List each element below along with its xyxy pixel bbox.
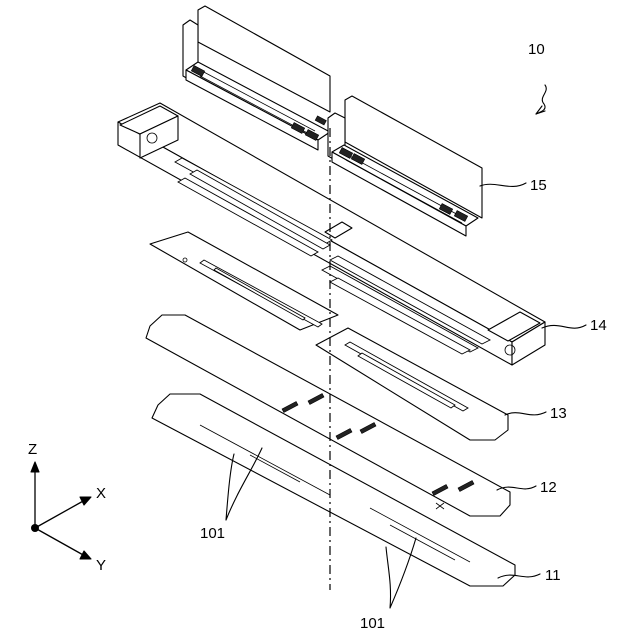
label-14: 14: [590, 317, 607, 334]
label-101-upper: 101: [200, 525, 225, 542]
leader-15: [480, 183, 526, 186]
label-13: 13: [550, 405, 567, 422]
label-10: 10: [528, 41, 545, 58]
label-15: 15: [530, 177, 547, 194]
axis-label-x: X: [96, 485, 106, 502]
leader-13: [505, 412, 546, 415]
label-11: 11: [545, 567, 561, 584]
label-12: 12: [540, 479, 557, 496]
leader-14: [542, 325, 586, 328]
axis-label-z: Z: [28, 441, 37, 458]
label-101-lower: 101: [360, 615, 385, 632]
coordinate-axes: Z X Y: [28, 441, 106, 574]
axis-label-y: Y: [96, 557, 106, 574]
leader-10-arrow: [536, 85, 546, 114]
